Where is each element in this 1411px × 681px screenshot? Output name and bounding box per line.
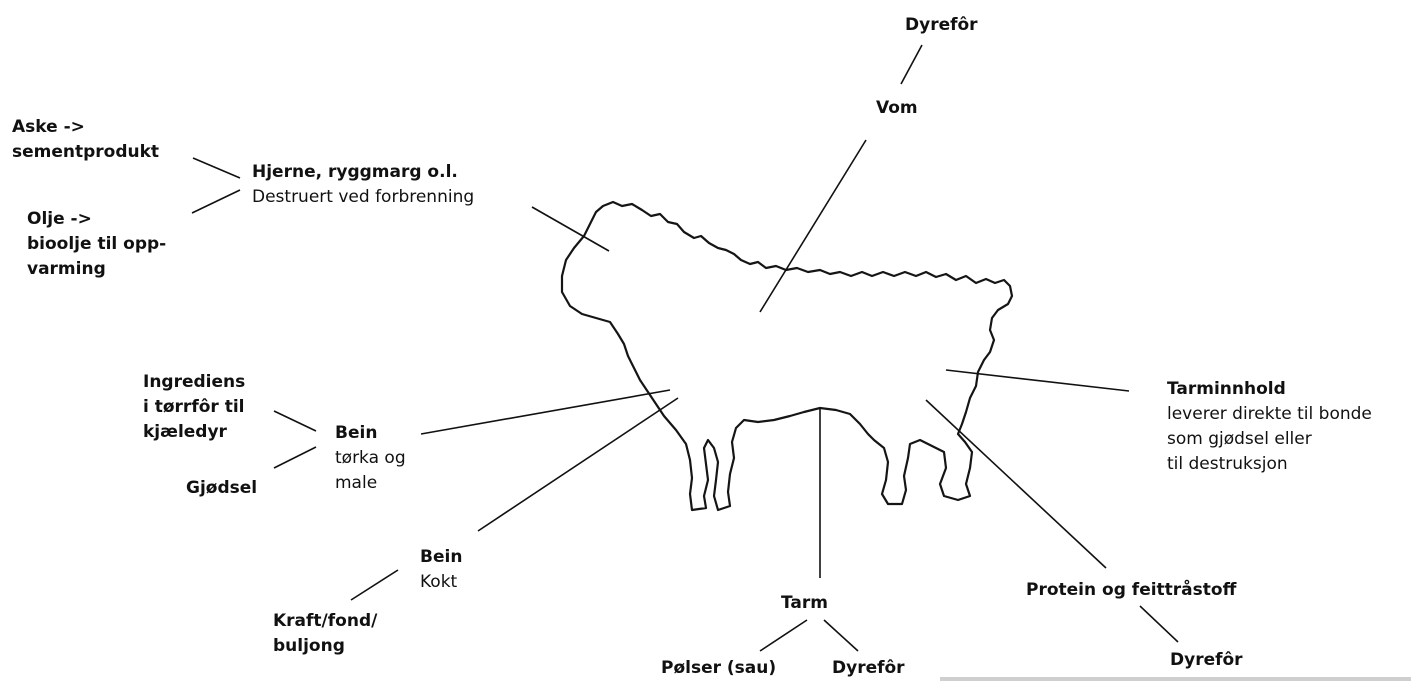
bottom-edge-bar [940,677,1411,681]
tarminnhold-line2: leverer direkte til bonde [1167,402,1372,427]
olje-line3: varming [27,257,166,282]
polser-text: Pølser (sau) [661,656,776,681]
label-vom: Vom [876,96,918,121]
label-protein: Protein og feittråstoff [1026,578,1236,603]
vom-text: Vom [876,96,918,121]
ingrediens-line1: Ingrediens [143,370,245,395]
label-bein-kokt: Bein Kokt [420,545,462,595]
line-kraft [351,570,398,600]
line-aske [193,158,240,178]
line-olje [192,190,240,213]
bein1-title: Bein [335,421,406,446]
line-vom [760,140,866,312]
protein-text: Protein og feittråstoff [1026,578,1236,603]
gjodsel-text: Gjødsel [186,476,257,501]
label-ingrediens: Ingrediens i tørrfôr til kjæledyr [143,370,245,445]
bein1-line2: tørka og [335,446,406,471]
label-top-dyrefor: Dyrefôr [905,13,978,38]
label-bein-torka: Bein tørka og male [335,421,406,496]
kraft-line1: Kraft/fond/ [273,609,377,634]
hjerne-sub: Destruert ved forbrenning [252,185,474,210]
ingrediens-line3: kjæledyr [143,420,245,445]
label-tarminnhold: Tarminnhold leverer direkte til bonde so… [1167,377,1372,477]
olje-line1: Olje -> [27,207,166,232]
top-dyrefor-text: Dyrefôr [905,13,978,38]
line-protein [926,400,1106,568]
label-kraft: Kraft/fond/ buljong [273,609,377,659]
label-aske: Aske -> sementprodukt [12,115,159,165]
line-ingrediens [274,411,316,431]
tarm-text: Tarm [781,591,828,616]
line-polser [760,620,807,651]
label-gjodsel: Gjødsel [186,476,257,501]
label-hjerne: Hjerne, ryggmarg o.l. Destruert ved forb… [252,160,474,210]
line-top-dyrefor [901,45,922,84]
ingrediens-line2: i tørrfôr til [143,395,245,420]
tarminnhold-line3: som gjødsel eller [1167,427,1372,452]
olje-line2: bioolje til opp- [27,232,166,257]
line-tarminnhold [946,370,1129,391]
bein1-line3: male [335,471,406,496]
label-tarm: Tarm [781,591,828,616]
tarm-dyrefor-text: Dyrefôr [832,656,905,681]
label-protein-dyrefor: Dyrefôr [1170,648,1243,673]
label-polser: Pølser (sau) [661,656,776,681]
line-tarm-dyrefor [824,620,858,651]
label-tarm-dyrefor: Dyrefôr [832,656,905,681]
bein2-line2: Kokt [420,570,462,595]
sheep-outline [562,202,1012,510]
line-protein-dyrefor [1140,606,1178,642]
line-gjodsel [274,447,316,468]
tarminnhold-line4: til destruksjon [1167,452,1372,477]
aske-line2: sementprodukt [12,140,159,165]
line-hjerne [532,207,609,251]
hjerne-title: Hjerne, ryggmarg o.l. [252,160,474,185]
aske-line1: Aske -> [12,115,159,140]
label-olje: Olje -> bioolje til opp- varming [27,207,166,282]
kraft-line2: buljong [273,634,377,659]
protein-dyrefor-text: Dyrefôr [1170,648,1243,673]
bein2-title: Bein [420,545,462,570]
tarminnhold-title: Tarminnhold [1167,377,1372,402]
